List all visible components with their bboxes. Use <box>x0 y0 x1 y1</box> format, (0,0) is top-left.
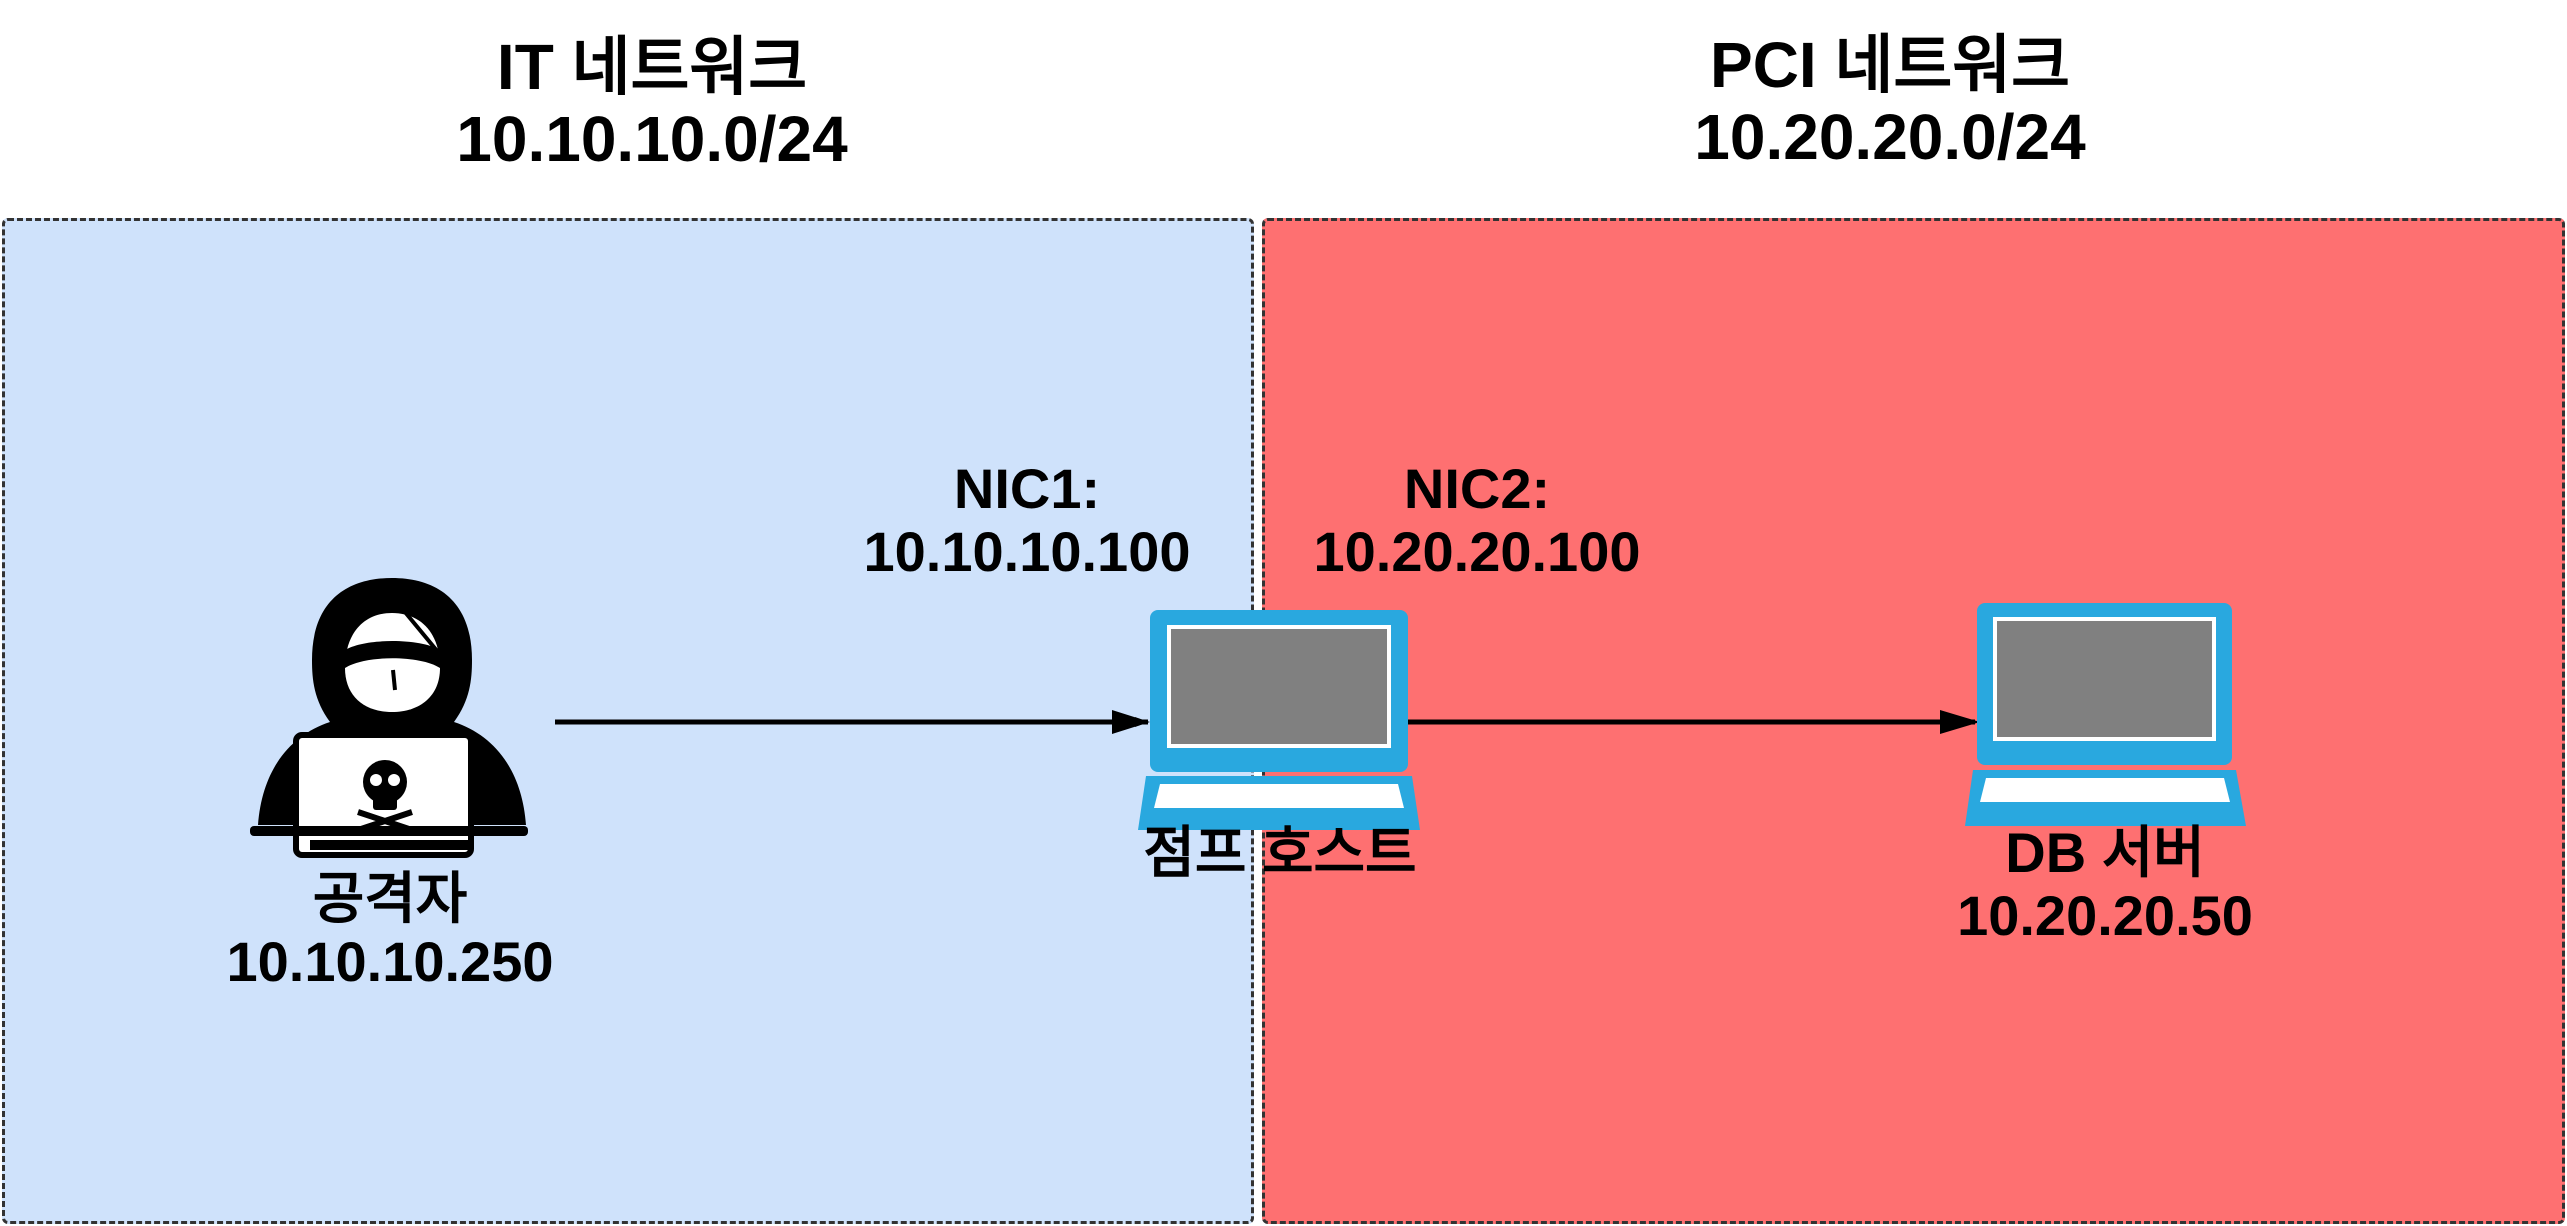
jump-host-laptop-icon <box>1138 610 1420 830</box>
nic1-label: NIC1: 10.10.10.100 <box>863 457 1191 583</box>
nic2-label: NIC2: 10.20.20.100 <box>1313 457 1641 583</box>
arrowhead-icon <box>1112 710 1150 734</box>
attacker-ip: 10.10.10.250 <box>226 929 554 993</box>
db-server-label: DB 서버 10.20.20.50 <box>1957 821 2253 947</box>
nic2-name: NIC2: <box>1403 457 1551 520</box>
attacker-label: 공격자 10.10.10.250 <box>226 867 554 993</box>
it-network-title: IT 네트워크 <box>496 31 808 103</box>
jump-host-name: 점프 호스트 <box>1143 821 1417 884</box>
arrowhead-icon <box>1940 710 1980 734</box>
attacker-name: 공격자 <box>312 867 468 930</box>
db-server-laptop-icon <box>1965 603 2246 826</box>
nic2-ip: 10.20.20.100 <box>1313 519 1641 583</box>
jump-host-label: 점프 호스트 <box>1143 821 1417 885</box>
pci-network-title: PCI 네트워크 <box>1710 29 2070 101</box>
pci-network-subnet: 10.20.20.0/24 <box>1694 100 2086 173</box>
it-network-subnet: 10.10.10.0/24 <box>456 102 848 175</box>
nic1-name: NIC1: <box>953 457 1101 520</box>
it-network-label: IT 네트워크 10.10.10.0/24 <box>456 31 848 175</box>
nic1-ip: 10.10.10.100 <box>863 519 1191 583</box>
hacker-icon <box>250 578 528 858</box>
db-server-name: DB 서버 <box>2005 821 2205 884</box>
pci-network-label: PCI 네트워크 10.20.20.0/24 <box>1694 29 2086 173</box>
db-server-ip: 10.20.20.50 <box>1957 883 2253 947</box>
